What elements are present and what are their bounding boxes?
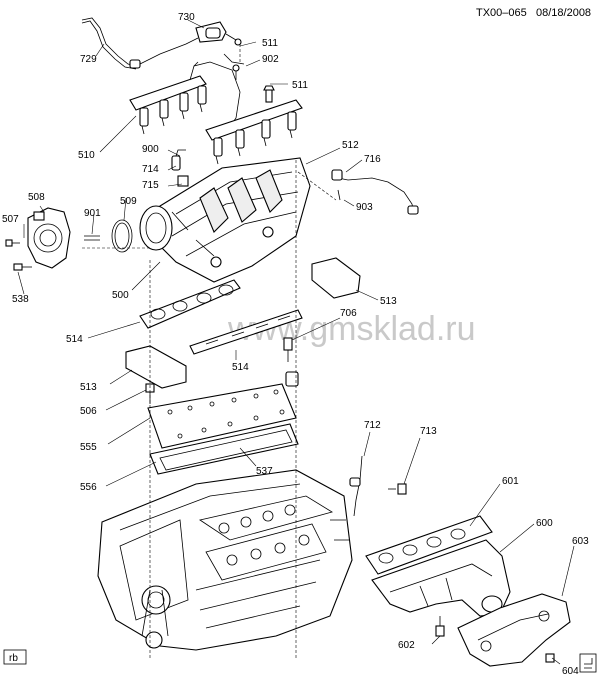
bolt-902-group xyxy=(223,53,275,103)
callout-509: 509 xyxy=(120,196,137,207)
engine-block xyxy=(97,469,353,651)
fuel-rail-right xyxy=(205,99,303,165)
seal-509 xyxy=(111,219,133,253)
callout-900: 900 xyxy=(142,144,159,155)
callout-538: 538 xyxy=(12,294,29,305)
callout-600: 600 xyxy=(536,518,553,529)
corner-fold-icon xyxy=(579,653,597,673)
callout-604: 604 xyxy=(562,666,579,677)
callout-555: 555 xyxy=(80,442,97,453)
sensor-714-715 xyxy=(171,149,189,187)
throttle-body xyxy=(27,207,71,269)
callout-506: 506 xyxy=(80,406,97,417)
callout-537: 537 xyxy=(256,466,273,477)
rb-tag-label: rb xyxy=(9,653,18,664)
intake-gasket-left xyxy=(139,279,241,329)
callout-716: 716 xyxy=(364,154,381,165)
fuel-return-pipe xyxy=(331,169,419,215)
callout-603: 603 xyxy=(572,536,589,547)
fuel-pressure-regulator xyxy=(139,21,242,65)
valley-cover-lower xyxy=(125,345,187,389)
stud-901 xyxy=(84,235,100,241)
callout-512: 512 xyxy=(342,140,359,151)
callout-712: 712 xyxy=(364,420,381,431)
callout-715: 715 xyxy=(142,180,159,191)
callout-714: 714 xyxy=(142,164,159,175)
rb-tag: rb xyxy=(3,649,27,665)
callout-511: 511 xyxy=(292,80,308,91)
sensor-706 xyxy=(283,337,293,362)
valley-plate xyxy=(147,371,299,449)
dipstick-tube xyxy=(349,455,363,517)
callout-500: 500 xyxy=(112,290,129,301)
callout-713: 713 xyxy=(420,426,437,437)
fuel-rail-left xyxy=(129,61,241,135)
leader-lines xyxy=(17,19,575,665)
intake-gasket-right xyxy=(189,309,303,355)
callout-507: 507 xyxy=(2,214,19,225)
callout-556: 556 xyxy=(80,482,97,493)
diagram-code: TX00–065 xyxy=(476,7,527,19)
bolt-602 xyxy=(435,616,445,637)
callout-602: 602 xyxy=(398,640,415,651)
exhaust-manifold xyxy=(371,539,511,617)
valley-cover-upper xyxy=(311,257,361,299)
callout-601: 601 xyxy=(502,476,519,487)
exhaust-gasket xyxy=(365,515,493,575)
intake-manifold xyxy=(139,157,311,283)
diagram-date: 08/18/2008 xyxy=(536,7,591,19)
callout-901: 901 xyxy=(84,208,101,219)
callout-729: 729 xyxy=(80,54,97,65)
callout-730: 730 xyxy=(178,12,195,23)
callout-511: 511 xyxy=(262,38,278,49)
bolt-604 xyxy=(545,653,555,663)
bolt-713 xyxy=(388,483,407,495)
bolt-507 xyxy=(5,239,20,247)
callout-513: 513 xyxy=(80,382,97,393)
callout-706: 706 xyxy=(340,308,357,319)
bolt-538 xyxy=(13,263,32,271)
fuel-feed-pipe xyxy=(81,17,141,70)
callout-508: 508 xyxy=(28,192,45,203)
callout-902: 902 xyxy=(262,54,279,65)
callout-labels: 730 729 511 902 511 510 512 716 900 714 … xyxy=(2,12,589,677)
callout-903: 903 xyxy=(356,202,373,213)
callout-510: 510 xyxy=(78,150,95,161)
valley-gasket xyxy=(149,423,299,475)
callout-513: 513 xyxy=(380,296,397,307)
callout-514: 514 xyxy=(66,334,83,345)
exhaust-heat-shield xyxy=(457,593,571,667)
callout-514: 514 xyxy=(232,362,249,373)
